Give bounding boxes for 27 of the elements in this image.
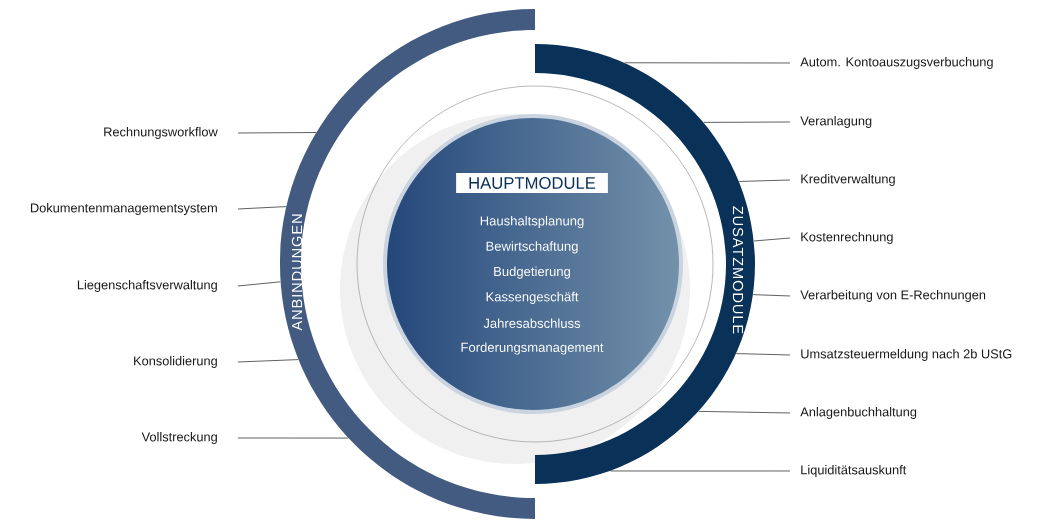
module-label: Rechnungsworkflow <box>104 127 218 139</box>
leader-line <box>703 121 791 123</box>
leader-line <box>237 281 281 287</box>
leader-line <box>753 237 791 242</box>
leader-line <box>738 179 791 182</box>
title-box: HAUPTMODULE <box>456 173 608 193</box>
module-label: Kreditverwaltung <box>801 174 895 186</box>
module-label: Konsolidierung <box>134 356 217 368</box>
leader-line <box>624 62 791 64</box>
module-label: Umsatzsteuermeldung nach 2b UStG <box>801 349 1012 361</box>
leader-line <box>735 353 791 356</box>
module-label: Anlagenbuchhaltung <box>800 407 917 419</box>
module-label: Vollstreckung <box>141 432 217 444</box>
leader-line <box>237 437 349 439</box>
leader-line <box>237 359 299 363</box>
module-label: Kostenrechnung <box>801 232 893 244</box>
module-label: Dokumentenmanagementsystem <box>30 203 217 215</box>
leader-line <box>698 410 791 414</box>
leader-line <box>237 206 287 210</box>
module-label: Autom. Kontoauszugsverbuchung <box>800 57 993 69</box>
leader-line <box>237 132 317 134</box>
module-label: Liquiditätsauskunft <box>801 465 907 477</box>
leader-line <box>752 294 791 297</box>
module-label: Liegenschaftsverwaltung <box>77 280 217 292</box>
module-label: Veranlagung <box>800 116 872 128</box>
module-label: Verarbeitung von E-Rechnungen <box>800 290 986 302</box>
leader-line <box>609 470 791 472</box>
